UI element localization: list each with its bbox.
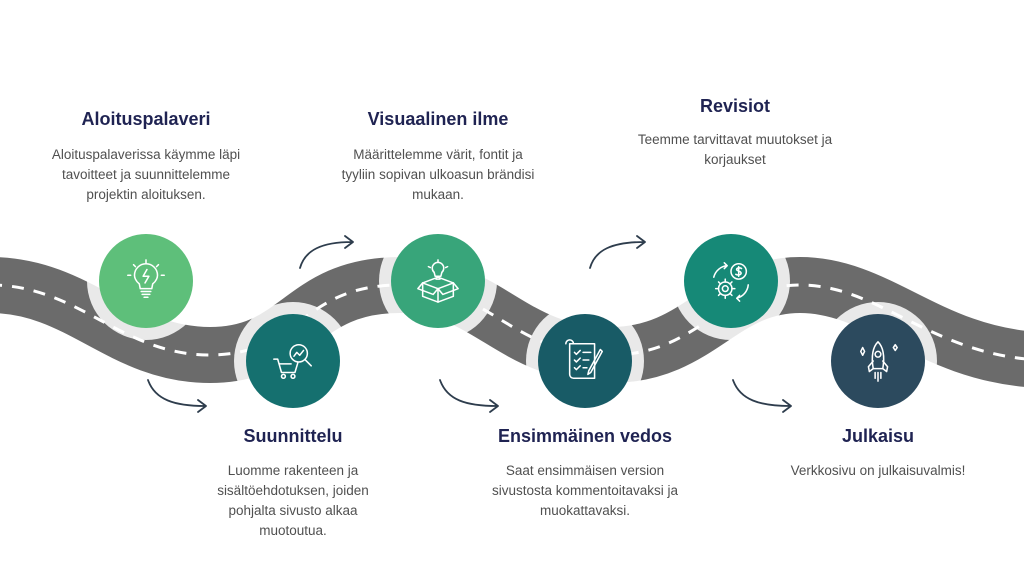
gear-dollar-cycle-icon xyxy=(712,262,750,302)
rocket-icon xyxy=(859,341,898,382)
cart-analytics-icon xyxy=(273,343,312,380)
lightbulb-icon xyxy=(127,259,165,299)
step-description-julkaisu: Verkkosivu on julkaisuvalmis! xyxy=(790,463,966,478)
arrow-down-1 xyxy=(147,379,207,413)
step-title-ensimmainen-vedos: Ensimmäinen vedos xyxy=(497,426,673,446)
step-description-suunnittelu: Luomme rakenteen ja sisältöehdotuksen, j… xyxy=(217,463,369,538)
step-title-revisiot: Revisiot xyxy=(699,96,771,116)
step-title-julkaisu: Julkaisu xyxy=(841,426,915,446)
step-circle-aloituspalaveri xyxy=(99,234,193,328)
step-title-suunnittelu: Suunnittelu xyxy=(243,426,343,446)
arrow-down-3 xyxy=(732,379,792,413)
arrow-up-2 xyxy=(589,235,646,269)
step-description-ensimmainen-vedos: Saat ensimmäisen version sivustosta komm… xyxy=(491,463,679,518)
step-title-visuaalinen-ilme: Visuaalinen ilme xyxy=(367,109,509,129)
idea-box-icon xyxy=(417,259,459,303)
step-description-revisiot: Teemme tarvittavat muutokset ja korjauks… xyxy=(637,132,833,167)
step-description-visuaalinen-ilme: Määrittelemme värit, fontit ja tyyliin s… xyxy=(341,147,535,202)
step-circle-suunnittelu xyxy=(246,314,340,408)
step-title-aloituspalaveri: Aloituspalaveri xyxy=(81,109,211,129)
step-description-aloituspalaveri: Aloituspalaverissa käymme läpi tavoittee… xyxy=(51,147,241,202)
road-center-line xyxy=(0,283,1024,361)
step-circle-visuaalinen-ilme xyxy=(391,234,485,328)
step-circle-revisiot xyxy=(684,234,778,328)
step-circle-julkaisu xyxy=(831,314,925,408)
arrow-up-1 xyxy=(299,235,354,269)
checklist-pen-icon xyxy=(565,339,604,380)
step-circle-ensimmainen-vedos xyxy=(538,314,632,408)
arrow-down-2 xyxy=(439,379,499,413)
